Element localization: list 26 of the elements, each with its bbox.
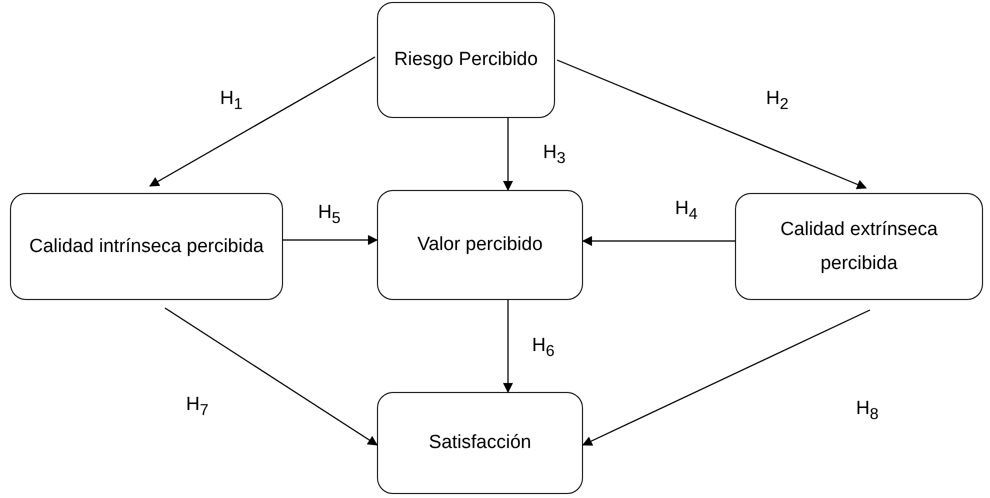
edge-label: H$_{6}$ [532, 335, 555, 361]
edge-label: H$_{4}$ [675, 198, 698, 224]
concept-label: Calidad extrínseca percibida [779, 218, 939, 276]
edge-label: H$_{1}$ [220, 88, 243, 114]
edge-label: H$_{5}$ [318, 202, 341, 228]
arrow [503, 300, 513, 393]
arrow [283, 235, 378, 245]
edge-label: H$_{7}$ [186, 394, 209, 420]
concept-label: Calidad intrínseca percibida [29, 234, 264, 259]
arrow [582, 309, 870, 446]
arrow [556, 59, 867, 190]
concept-box [10, 193, 283, 300]
arrow [164, 308, 378, 446]
arrow [582, 236, 735, 246]
concept-box [377, 190, 583, 300]
edge-label: H$_{2}$ [766, 88, 789, 114]
concept-label: Riesgo Percibido [394, 48, 538, 72]
concept-label: Satisfacción [428, 431, 532, 456]
concept-box [377, 2, 555, 118]
concept-box [735, 193, 983, 300]
arrow [149, 56, 376, 187]
arrow [503, 118, 513, 191]
edge-label: H$_{8}$ [856, 398, 879, 424]
edge-label: H$_{3}$ [543, 142, 566, 168]
concept-label: Valor percibido [417, 233, 543, 258]
concept-box [377, 392, 583, 494]
